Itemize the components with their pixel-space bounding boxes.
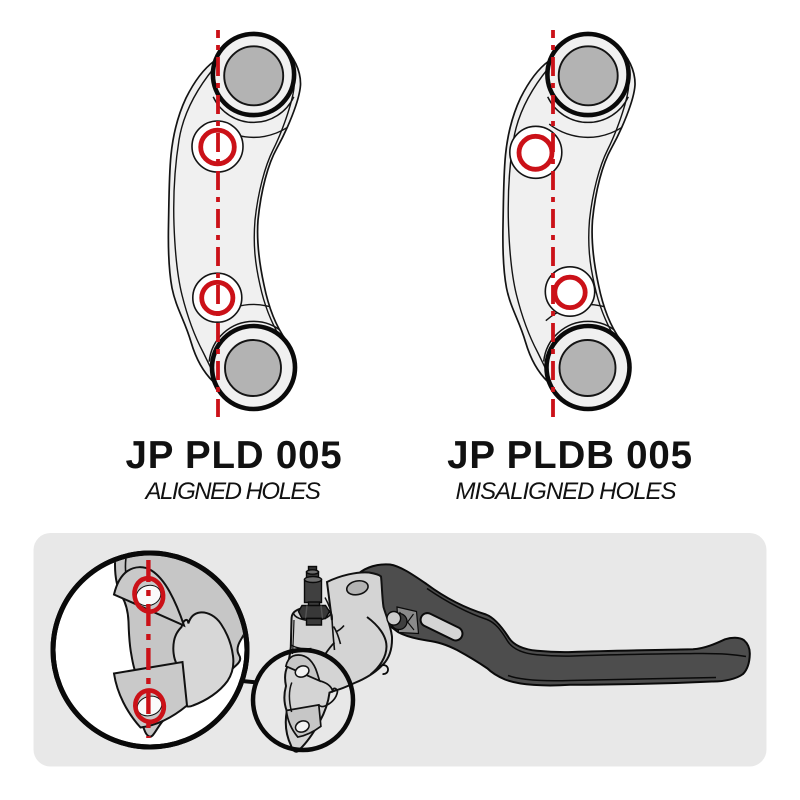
svg-text:JP PLDB 005: JP PLDB 005 <box>447 434 693 477</box>
svg-text:MISALIGNED HOLES: MISALIGNED HOLES <box>455 478 676 505</box>
svg-text:JP PLD 005: JP PLD 005 <box>125 434 342 477</box>
svg-text:ALIGNED HOLES: ALIGNED HOLES <box>144 478 321 505</box>
